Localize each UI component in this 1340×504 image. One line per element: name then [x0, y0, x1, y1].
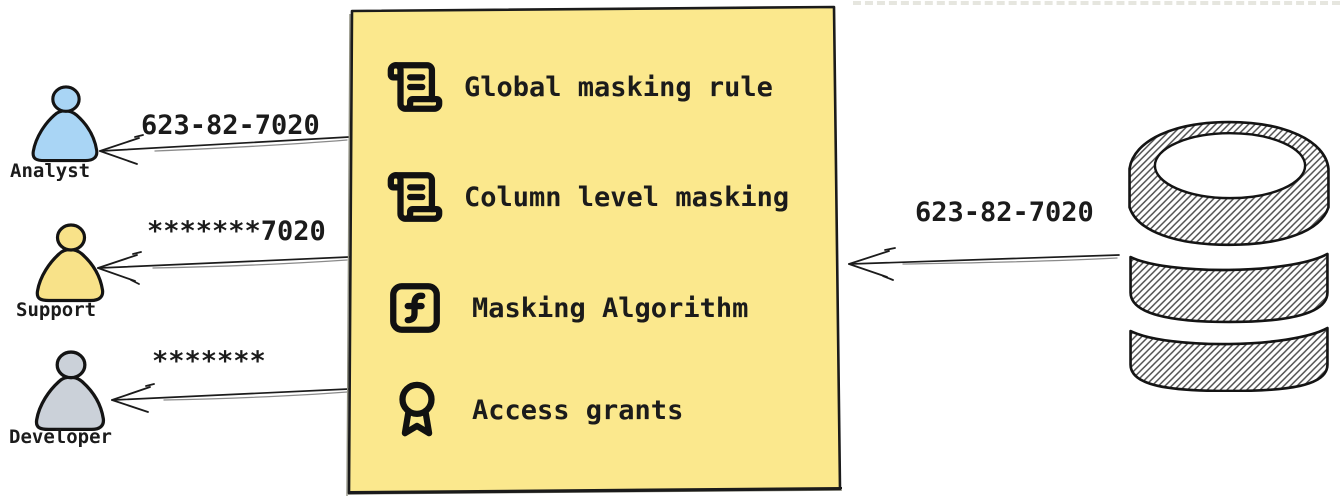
analyst-received-value: 623-82-7020 — [141, 110, 320, 141]
award-icon — [399, 381, 435, 437]
masking-box — [346, 5, 843, 497]
developer-person-icon — [34, 350, 106, 432]
developer-label: Developer — [9, 426, 112, 448]
developer-received-value: ******* — [152, 346, 266, 377]
arrow-from-database — [848, 247, 1120, 281]
arrow-to-analyst — [99, 134, 350, 165]
frame-dashed-edge — [853, 1, 1340, 5]
scroll-icon — [387, 172, 443, 222]
scroll-icon — [387, 62, 443, 112]
support-label: Support — [16, 299, 97, 321]
masking-box-item-access-grants: Access grants — [472, 395, 684, 426]
masking-box-item-column-masking: Column level masking — [464, 182, 790, 213]
database-outgoing-value: 623-82-7020 — [915, 197, 1094, 228]
masking-box-item-global-rule: Global masking rule — [464, 72, 773, 103]
arrow-to-developer — [111, 383, 350, 413]
analyst-person-icon — [31, 85, 99, 163]
support-person-icon — [35, 223, 105, 303]
support-received-value: *******7020 — [147, 216, 326, 247]
analyst-label: Analyst — [10, 160, 91, 182]
arrow-to-support — [97, 251, 350, 285]
function-square-icon — [390, 283, 440, 333]
database-icon — [1128, 120, 1330, 392]
masking-box-item-masking-algorithm: Masking Algorithm — [472, 293, 749, 324]
